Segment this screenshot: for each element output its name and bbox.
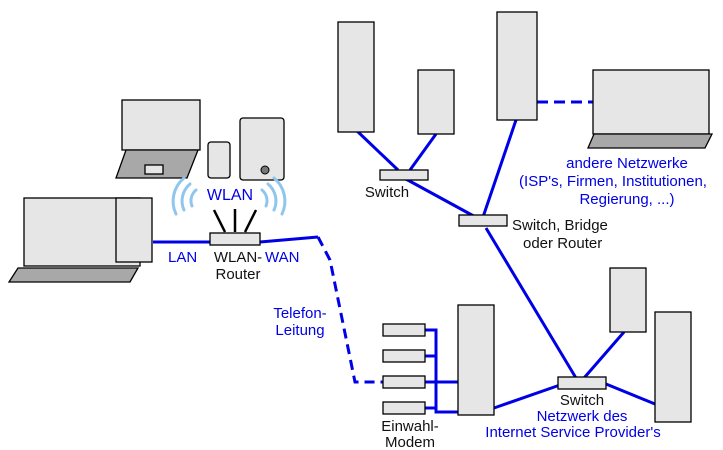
modem-label-1: Einwahl- xyxy=(381,418,439,435)
server-icon xyxy=(654,311,692,423)
tablet-icon xyxy=(239,117,285,181)
isp-switch-to-modem-server xyxy=(493,383,561,410)
switch-icon xyxy=(379,169,429,181)
isp-switch-to-server-a xyxy=(582,331,626,379)
server-icon xyxy=(457,304,495,416)
phone-icon xyxy=(207,141,231,179)
server-top-mid-link xyxy=(408,133,438,171)
isp-label-2: Internet Service Provider's xyxy=(485,424,660,441)
laptop-top-icon xyxy=(115,99,201,179)
other-networks-label-2: (ISP's, Firmen, Institutionen, xyxy=(519,173,707,190)
router-label-1: WLAN- xyxy=(214,249,262,266)
switch-icon xyxy=(557,376,607,390)
router-to-isp-switch-link xyxy=(484,227,578,379)
router-net-label-2: oder Router xyxy=(523,235,602,252)
modem-icon xyxy=(382,323,426,415)
wan-label: WAN xyxy=(265,249,299,266)
router-label-2: Router xyxy=(215,266,260,283)
telefon-link xyxy=(316,236,386,384)
isp-label-1: Netzwerk des xyxy=(537,408,628,425)
server-icon xyxy=(496,11,538,121)
server-icon xyxy=(609,267,647,333)
server-top-left-link xyxy=(354,128,400,172)
laptop-right-icon xyxy=(587,69,714,149)
router-icon xyxy=(209,209,261,246)
isp-switch-label: Switch xyxy=(560,392,604,409)
lan-label: LAN xyxy=(168,249,197,266)
modem-label-2: Modem xyxy=(385,434,435,450)
switch-top-label: Switch xyxy=(365,184,409,201)
other-networks-label-1: andere Netzwerke xyxy=(566,155,688,172)
wifi-icon xyxy=(171,176,287,216)
telefon-label-1: Telefon- xyxy=(273,305,326,322)
router-net-label-1: Switch, Bridge xyxy=(512,217,608,234)
other-networks-label-3: Regierung, ...) xyxy=(579,191,674,208)
modem-bus xyxy=(424,328,458,414)
switch-to-router-link xyxy=(403,176,482,222)
switch-icon xyxy=(458,214,508,227)
server-icon xyxy=(337,21,375,133)
connections xyxy=(153,100,656,414)
isp-switch-to-server-b xyxy=(605,382,656,406)
server-icon xyxy=(417,69,455,135)
wan-link xyxy=(259,235,319,244)
router-to-server-link xyxy=(480,119,518,221)
wlan-label: WLAN xyxy=(207,187,253,204)
desktop-pc-icon xyxy=(115,197,153,263)
telefon-label-2: Leitung xyxy=(275,322,324,339)
